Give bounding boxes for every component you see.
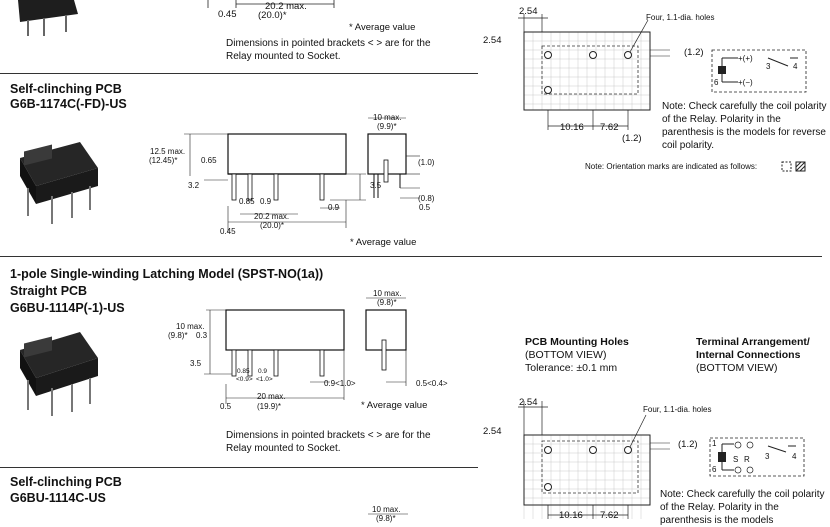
- sec1-dim-10max: 10 max.: [373, 113, 402, 122]
- section2-end-drawing: [365, 297, 407, 386]
- pcb-top-dim-12: (1.2): [684, 47, 704, 58]
- sec2-dim-09-10: 0.9<1.0>: [324, 379, 356, 388]
- pointed-brackets-note-line2: Relay mounted to Socket.: [226, 51, 341, 62]
- orientation-note: Note: Orientation marks are indicated as…: [585, 162, 758, 171]
- coil-polarity-note-bottom: Note: Check carefully the coil polarity …: [660, 489, 825, 526]
- section1-title: Self-clinching PCB: [10, 82, 122, 96]
- term-bottom-3: 3: [765, 452, 770, 461]
- pcb-bottom-dim-254: 2.54: [519, 397, 538, 408]
- sec1-dim-09a: 0.9: [260, 197, 272, 206]
- sec2-dim-35: 3.5: [190, 359, 202, 368]
- sec1-dim-99: (9.9)*: [377, 122, 397, 131]
- section3-title: Self-clinching PCB: [10, 475, 122, 489]
- term-bottom-1: 1: [712, 439, 717, 448]
- sec1-dim-045: 0.45: [220, 227, 236, 236]
- pcb-top-dim-1016: 10.16: [560, 122, 584, 133]
- sec1-dim-065: 0.65: [201, 156, 217, 165]
- term-top-4: 4: [793, 62, 798, 71]
- pcb-top-dim-762: 7.62: [600, 122, 619, 133]
- terminal-arrangement-title: Terminal Arrangement/: [696, 336, 810, 348]
- orientation-mark-icons: [781, 161, 806, 172]
- pcb-top-holes-label: Four, 1.1-dia. holes: [646, 13, 715, 22]
- dim-045: 0.45: [218, 9, 237, 20]
- section1-end-drawing: [367, 117, 420, 199]
- pcb-tolerance: Tolerance: ±0.1 mm: [525, 362, 618, 374]
- average-value-note: * Average value: [349, 22, 416, 33]
- sec2-dim-10-bracket: <1.0>: [256, 376, 273, 383]
- section2-title: 1-pole Single-winding Latching Model (SP…: [10, 267, 324, 281]
- top-side-dimensions: [207, 0, 335, 8]
- sec1-dim-32: 3.2: [188, 181, 200, 190]
- pcb-top-dim-254: 2.54: [519, 6, 538, 17]
- pcb-bottom-dim-762: 7.62: [600, 510, 619, 521]
- terminal-bottom-view-label: (BOTTOM VIEW): [696, 362, 778, 374]
- relay-photo-section1: [20, 142, 98, 224]
- sec2-dim-98: (9.8)*: [168, 331, 188, 340]
- sec1-average-note: * Average value: [350, 237, 417, 248]
- sec2-brackets-note-line2: Relay mounted to Socket.: [226, 443, 341, 454]
- internal-connections-title: Internal Connections: [696, 349, 801, 361]
- pointed-brackets-note-line1: Dimensions in pointed brackets < > are f…: [226, 38, 431, 49]
- sec2-end-dim-98: (9.8)*: [377, 298, 397, 307]
- sec1-dim-10: (1.0): [418, 158, 435, 167]
- sec1-dim-08: (0.8): [418, 194, 435, 203]
- sec1-dim-09b: 0.9: [328, 203, 340, 212]
- section1-model: G6B-1174C(-FD)-US: [10, 97, 127, 111]
- relay-photo-section2: [20, 332, 98, 416]
- sec2-dim-20max: 20 max.: [257, 392, 286, 401]
- section3-model: G6BU-1114C-US: [10, 491, 106, 505]
- sec2-brackets-note-line1: Dimensions in pointed brackets < > are f…: [226, 430, 431, 441]
- sec1-dim-202: 20.2 max.: [254, 212, 290, 221]
- term-bottom-4: 4: [792, 452, 797, 461]
- terminal-diagram-top: [711, 49, 807, 93]
- sec2-dim-05: 0.5: [220, 402, 232, 411]
- term-top-minus: +(−): [738, 78, 753, 87]
- sec1-dim-05: 0.5: [419, 203, 431, 212]
- sec2-dim-05-04: 0.5<0.4>: [416, 379, 448, 388]
- section-divider-2: [0, 256, 822, 257]
- section2-model: G6BU-1114P(-1)-US: [10, 301, 125, 315]
- term-top-3: 3: [766, 62, 771, 71]
- sec2-average-note: * Average value: [361, 400, 428, 411]
- section2-side-drawing: [204, 309, 345, 404]
- dim-202-max: 20.2 max.: [265, 1, 307, 12]
- sec3-dim-10max: 10 max.: [372, 505, 401, 514]
- term-bottom-r: R: [744, 455, 750, 464]
- sec1-dim-125: 12.5 max.: [150, 147, 186, 156]
- terminal-diagram-bottom: [709, 437, 805, 477]
- sec2-dim-03: 0.3: [196, 331, 208, 340]
- sec2-end-dim-10max: 10 max.: [373, 289, 402, 298]
- sec2-dim-09-bracket: <0.9>: [236, 376, 253, 383]
- section3-end-dim: [368, 513, 408, 515]
- sec1-dim-1245: (12.45)*: [149, 156, 178, 165]
- coil-polarity-note-top: Note: Check carefully the coil polarity …: [662, 101, 827, 151]
- section1-side-drawing: [184, 133, 366, 232]
- dim-200-avg: (20.0)*: [258, 10, 287, 21]
- pcb-bottom-dim-1016: 10.16: [559, 510, 583, 521]
- sec1-dim-200: (20.0)*: [260, 221, 285, 230]
- term-top-6: 6: [714, 78, 719, 87]
- section-divider-1: [0, 73, 478, 74]
- relay-photo-top: [18, 0, 78, 36]
- term-top-plus: +(+): [738, 54, 753, 63]
- pcb-mounting-holes-title: PCB Mounting Holes: [525, 336, 629, 348]
- term-bottom-s: S: [733, 455, 739, 464]
- term-bottom-6: 6: [712, 465, 717, 474]
- section2-subtitle: Straight PCB: [10, 284, 88, 298]
- pcb-bottom-dim-254-side: 2.54: [483, 426, 502, 437]
- sec1-dim-35: 3.5: [370, 181, 382, 190]
- sec2-dim-09: 0.9: [258, 368, 268, 375]
- sec1-dim-085: 0.85: [239, 197, 255, 206]
- pcb-top-dim-254-side: 2.54: [483, 35, 502, 46]
- sec2-dim-085: 0.85: [237, 368, 250, 375]
- pcb-top-dim-12b: (1.2): [622, 133, 642, 144]
- sec2-dim-10max: 10 max.: [176, 322, 205, 331]
- pcb-hole-grid-top: [518, 14, 670, 130]
- pcb-bottom-dim-12: (1.2): [678, 439, 698, 450]
- section-divider-3: [0, 467, 478, 468]
- sec2-dim-199: (19.9)*: [257, 402, 282, 411]
- pcb-hole-grid-bottom: [518, 401, 670, 519]
- pcb-bottom-holes-label: Four, 1.1-dia. holes: [643, 405, 712, 414]
- pcb-bottom-view-label: (BOTTOM VIEW): [525, 349, 607, 361]
